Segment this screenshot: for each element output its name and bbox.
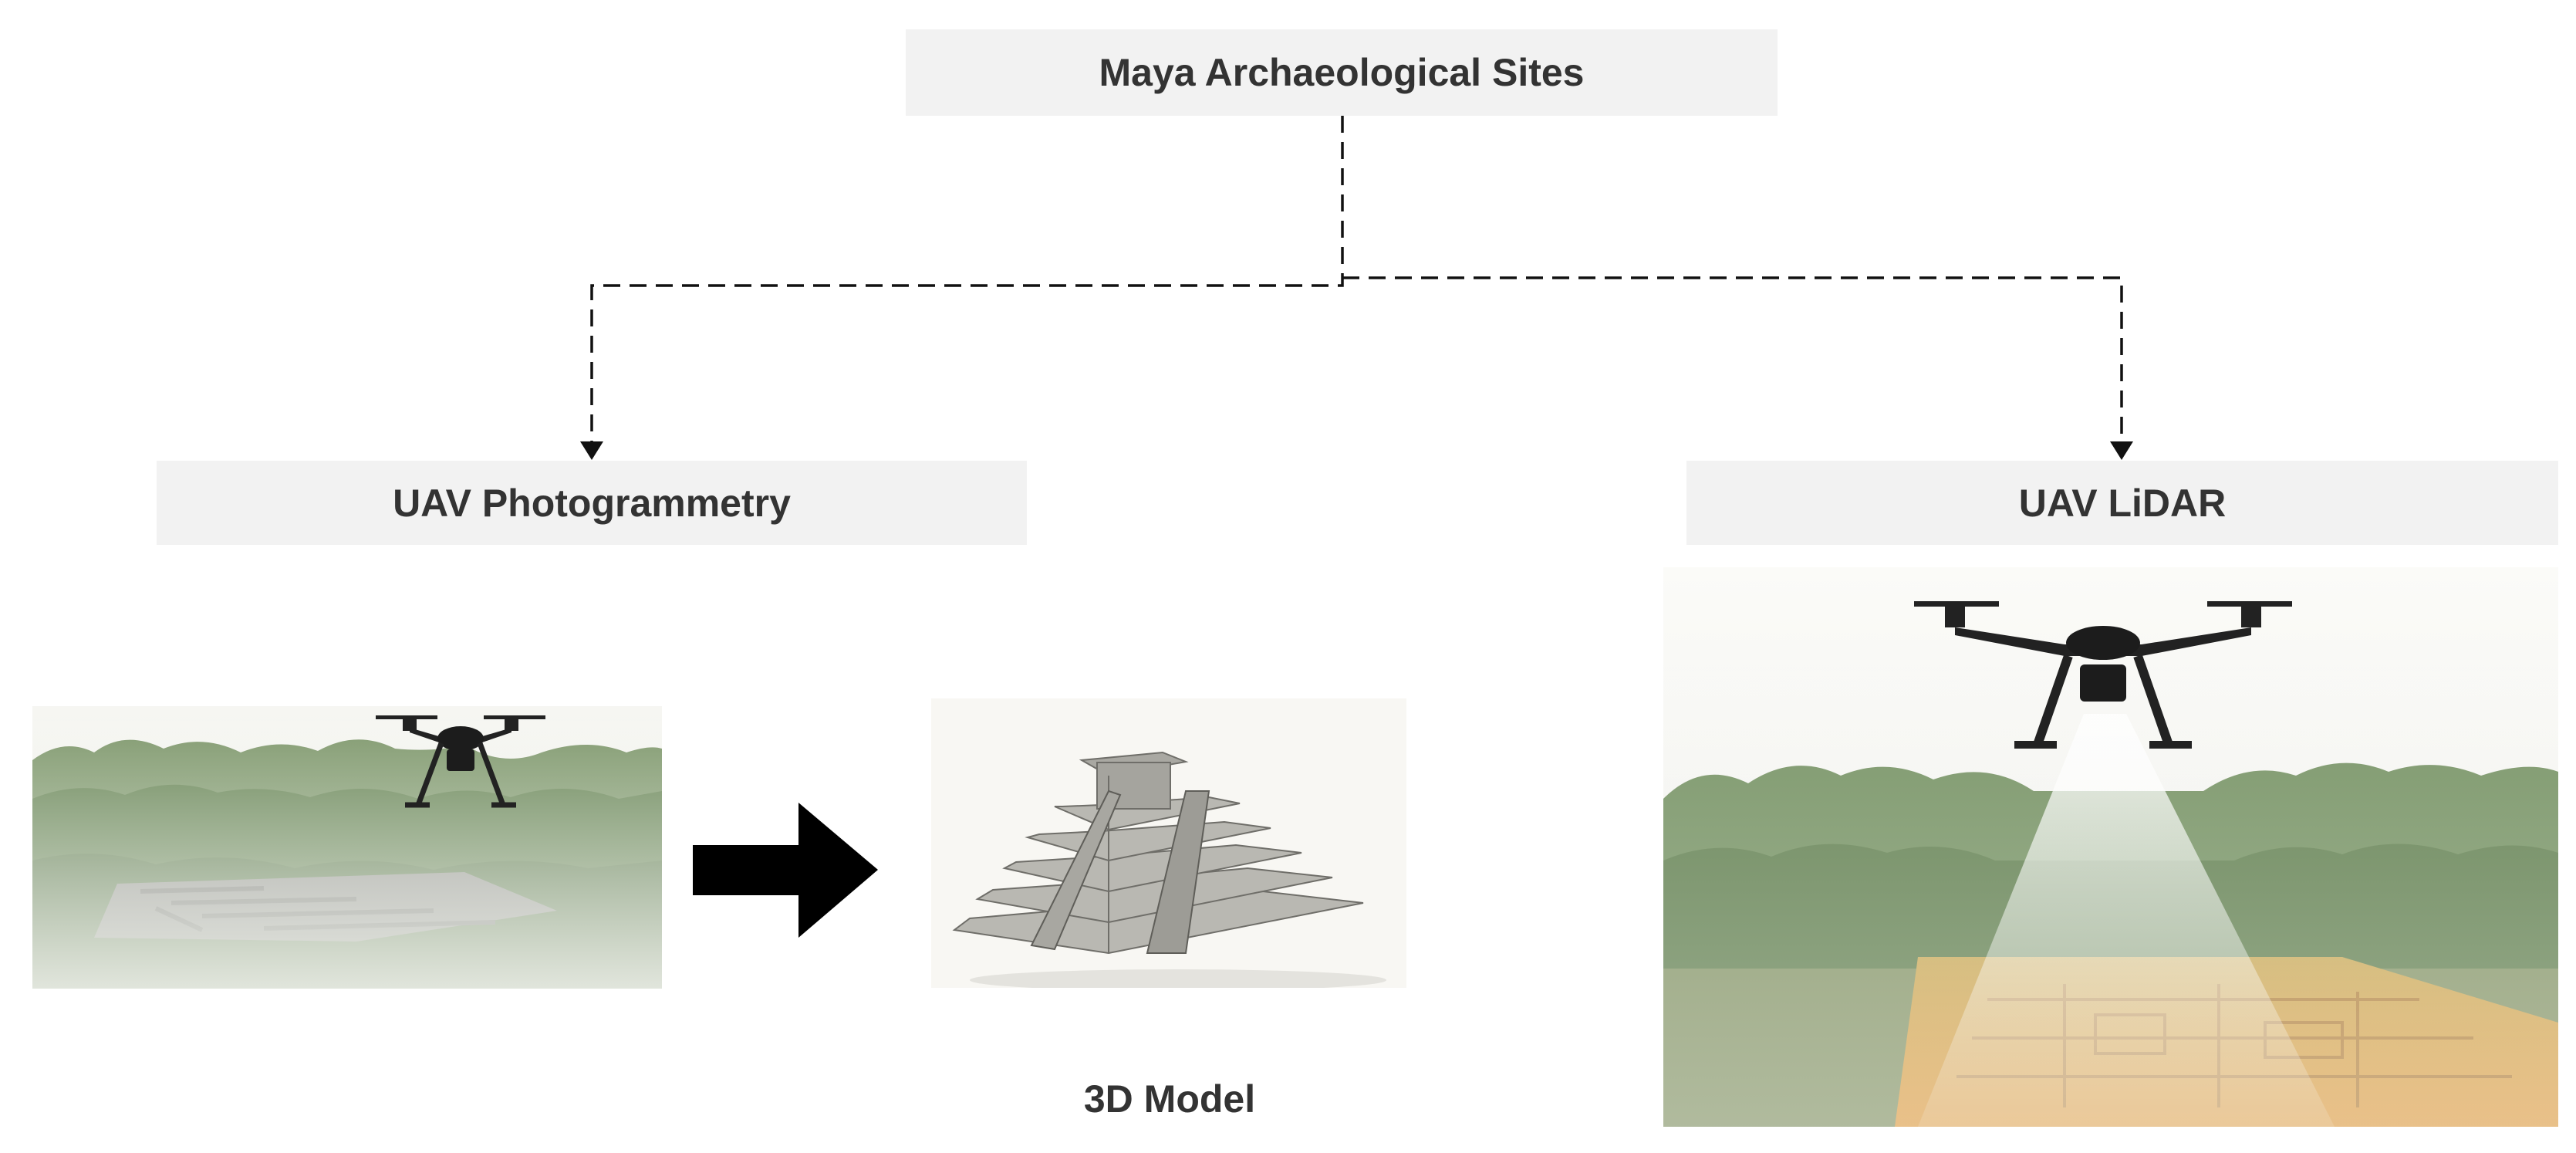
connector-root-to-lidar xyxy=(1342,276,2123,455)
lidar-scene-image xyxy=(1663,567,2558,1127)
root-node: Maya Archaeological Sites xyxy=(906,29,1778,116)
result-label: 3D Model xyxy=(1083,1077,1256,1121)
lidar-node: UAV LiDAR xyxy=(1686,461,2558,545)
arrowhead-lidar xyxy=(2110,441,2133,460)
drone-icon xyxy=(376,715,545,808)
drone-icon xyxy=(1914,601,2292,749)
photogrammetry-node-label: UAV Photogrammetry xyxy=(393,481,791,525)
arrow-right-icon xyxy=(693,803,878,938)
root-node-label: Maya Archaeological Sites xyxy=(1099,51,1585,94)
photogrammetry-node: UAV Photogrammetry xyxy=(157,461,1027,545)
connector-root-to-photogrammetry xyxy=(590,116,1344,455)
photogrammetry-scene-image xyxy=(32,706,662,989)
pyramid-icon xyxy=(931,698,1406,988)
lidar-node-label: UAV LiDAR xyxy=(2018,481,2227,525)
arrowhead-photogrammetry xyxy=(580,441,603,460)
